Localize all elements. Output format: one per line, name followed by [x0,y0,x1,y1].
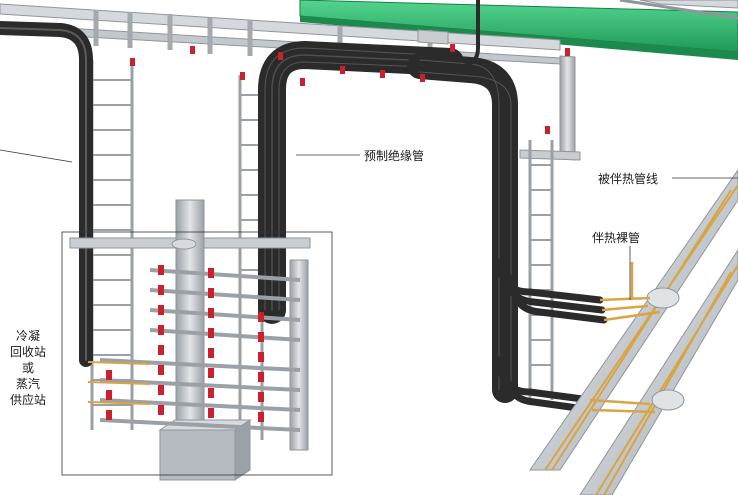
left-insulated-bundle [0,21,93,367]
manifold-pipes [99,268,301,432]
label-traced-line: 被伴热管线 [598,171,658,186]
pipe-support-frame [69,199,311,481]
manifold-copper-lines [87,361,151,405]
red-valve-icon [106,44,570,422]
copper-tracers [589,262,661,414]
label-preinsulated-tube: 预制绝缘管 [364,148,424,163]
traced-pipe-upper [529,169,738,471]
label-bare-tracer: 伴热裸管 [592,230,640,245]
station-outline [61,231,333,476]
tube-branches [496,258,608,414]
leader-lines [0,149,738,300]
central-insulated-bundle [258,0,518,403]
traced-pipe-lower [579,249,738,495]
label-station-line4: 蒸汽 [16,376,40,391]
label-station-line1: 冷凝 [16,328,40,343]
label-station-line5: 供应站 [10,392,46,407]
right-ladder [528,140,554,400]
label-station-line3: 或 [22,361,34,375]
label-station-line2: 回收站 [10,345,46,359]
